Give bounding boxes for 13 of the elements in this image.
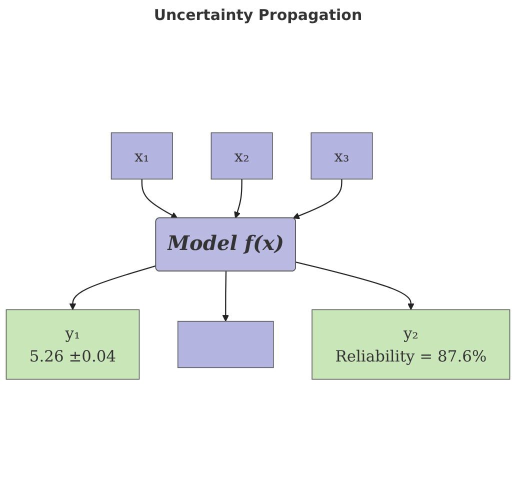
node-box: x₃ (310, 132, 373, 180)
arrow (296, 262, 414, 310)
arrow (222, 271, 230, 322)
arrow (69, 265, 156, 310)
node-box: y₂ Reliability = 87.6% (312, 309, 510, 380)
node-box: x₂ (210, 132, 273, 180)
arrow (292, 179, 342, 220)
diagram-title: Uncertainty Propagation (152, 6, 364, 24)
arrow (234, 179, 242, 218)
node-box: y₁ 5.26 ±0.04 (6, 309, 140, 380)
node-box (178, 320, 274, 368)
node-box: x₁ (110, 132, 173, 180)
arrow (141, 179, 178, 218)
